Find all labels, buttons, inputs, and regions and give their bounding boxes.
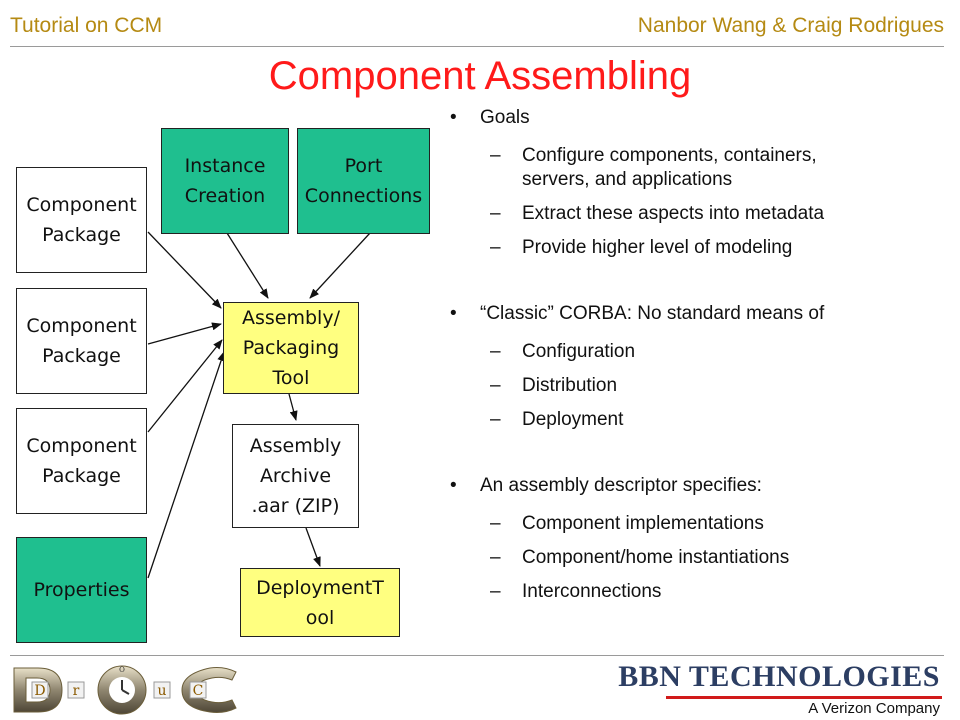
- box-label-line: Package: [42, 224, 121, 246]
- sub-bullet-item: – Interconnections: [450, 580, 950, 604]
- sub-bullet-text: Deployment: [522, 409, 624, 430]
- logo-letter: r: [73, 683, 80, 699]
- box-label-line: Assembly/: [242, 307, 340, 329]
- sub-bullet-text: Configure components, containers,: [522, 145, 817, 166]
- arrow-port-to-tool: [309, 232, 371, 299]
- arrow-properties-to-tool: [147, 351, 225, 579]
- sub-bullet-text: Provide higher level of modeling: [522, 237, 793, 258]
- component-package-box-3: Component Package: [16, 408, 147, 514]
- box-label-line: Packaging: [242, 337, 340, 359]
- sub-bullet-marker: –: [490, 203, 501, 224]
- sub-bullet-marker: –: [490, 581, 501, 602]
- box-label-line: .aar (ZIP): [251, 495, 340, 517]
- sub-bullet-text: Interconnections: [522, 581, 662, 602]
- assembly-packaging-tool-box: Assembly/ Packaging Tool: [223, 302, 359, 394]
- box-label-line: Connections: [304, 185, 423, 207]
- sub-bullet-marker: –: [490, 409, 501, 430]
- header-right-text: Nanbor Wang & Craig Rodrigues: [637, 14, 944, 37]
- sub-bullet-text: servers, and applications: [522, 169, 733, 190]
- bullet-list: • Goals – Configure components, containe…: [450, 102, 950, 614]
- arrow-archive-to-deployment: [305, 527, 321, 567]
- header-divider: [10, 46, 944, 47]
- box-label-line: Component: [26, 315, 137, 337]
- arrow-tool-to-archive: [288, 393, 298, 421]
- logo-letter: u: [157, 683, 166, 699]
- sub-bullet-marker: –: [490, 547, 501, 568]
- header-left-text: Tutorial on CCM: [10, 14, 163, 37]
- instance-creation-box: Instance Creation: [161, 128, 289, 234]
- bullet-marker: •: [450, 107, 457, 128]
- bullet-item: • An assembly descriptor specifies:: [450, 470, 950, 502]
- arrow-package2-to-tool: [147, 322, 222, 345]
- sub-bullet-item: – Deployment: [450, 408, 950, 432]
- sub-bullet-item: – Component implementations: [450, 512, 950, 536]
- arrow-instance-to-tool: [226, 232, 269, 299]
- bbn-technologies-logo: BBN TECHNOLOGIES A Verizon Company: [618, 660, 948, 718]
- box-label-line: DeploymentT: [256, 576, 384, 599]
- component-package-box-2: Component Package: [16, 288, 147, 394]
- footer-divider: [10, 655, 944, 656]
- sub-bullet-marker: –: [490, 341, 501, 362]
- sub-bullet-text: Distribution: [522, 375, 618, 396]
- bullet-text: Goals: [480, 107, 530, 128]
- bullet-item: • Goals: [450, 102, 950, 134]
- sub-bullet-item: – Provide higher level of modeling: [450, 236, 950, 260]
- sub-bullet-text: Component/home instantiations: [522, 547, 790, 568]
- slide-title: Component Assembling: [268, 54, 692, 98]
- sub-bullet-text: Extract these aspects into metadata: [522, 203, 825, 224]
- sub-bullet-marker: –: [490, 513, 501, 534]
- component-package-box-1: Component Package: [16, 167, 147, 273]
- sub-bullet-item: – Distribution: [450, 374, 950, 398]
- box-label-line: Archive: [259, 465, 332, 487]
- port-connections-box: Port Connections: [297, 128, 430, 234]
- bullet-item: • “Classic” CORBA: No standard means of: [450, 298, 950, 330]
- logo-letter: O: [119, 666, 125, 674]
- arrow-package1-to-tool: [147, 231, 222, 309]
- bullet-marker: •: [450, 475, 457, 496]
- sub-bullet-text: Configuration: [522, 341, 636, 362]
- bullet-text: “Classic” CORBA: No standard means of: [480, 303, 825, 324]
- properties-box: Properties: [16, 537, 147, 643]
- logo-letter: D: [34, 683, 45, 699]
- bbn-logo-tagline: A Verizon Company: [808, 700, 940, 717]
- deployment-tool-box: DeploymentT ool: [240, 568, 400, 637]
- box-label-line: Package: [42, 465, 121, 487]
- box-label-line: Assembly: [249, 435, 342, 457]
- assembly-archive-box: Assembly Archive .aar (ZIP): [232, 424, 359, 528]
- sub-bullet-item: – Component/home instantiations: [450, 546, 950, 570]
- sub-bullet-marker: –: [490, 375, 501, 396]
- bbn-logo-rule: [666, 696, 942, 699]
- doc-group-logo: D r O u C: [13, 665, 237, 715]
- box-label-line: Component: [26, 435, 137, 457]
- logo-letter: C: [193, 683, 204, 699]
- box-label-line: Tool: [272, 367, 310, 389]
- box-label-line: Properties: [33, 579, 130, 601]
- sub-bullet-marker: –: [490, 237, 501, 258]
- sub-bullet-text: Component implementations: [522, 513, 764, 534]
- bullet-text: An assembly descriptor specifies:: [480, 475, 762, 496]
- box-label-line: Package: [42, 345, 121, 367]
- sub-bullet-marker: –: [490, 145, 501, 166]
- box-label-line: Instance: [184, 155, 266, 177]
- box-label-line: ool: [305, 606, 335, 629]
- box-label-line: Component: [26, 194, 137, 216]
- box-label-line: Port: [344, 155, 383, 177]
- sub-bullet-item: – Extract these aspects into metadata: [450, 202, 950, 226]
- bbn-logo-wordmark: BBN TECHNOLOGIES: [618, 660, 940, 693]
- box-label-line: Creation: [184, 185, 266, 207]
- bullet-marker: •: [450, 303, 457, 324]
- sub-bullet-item: – Configuration: [450, 340, 950, 364]
- arrow-package3-to-tool: [147, 339, 223, 433]
- sub-bullet-item: – Configure components, containers, serv…: [450, 144, 950, 192]
